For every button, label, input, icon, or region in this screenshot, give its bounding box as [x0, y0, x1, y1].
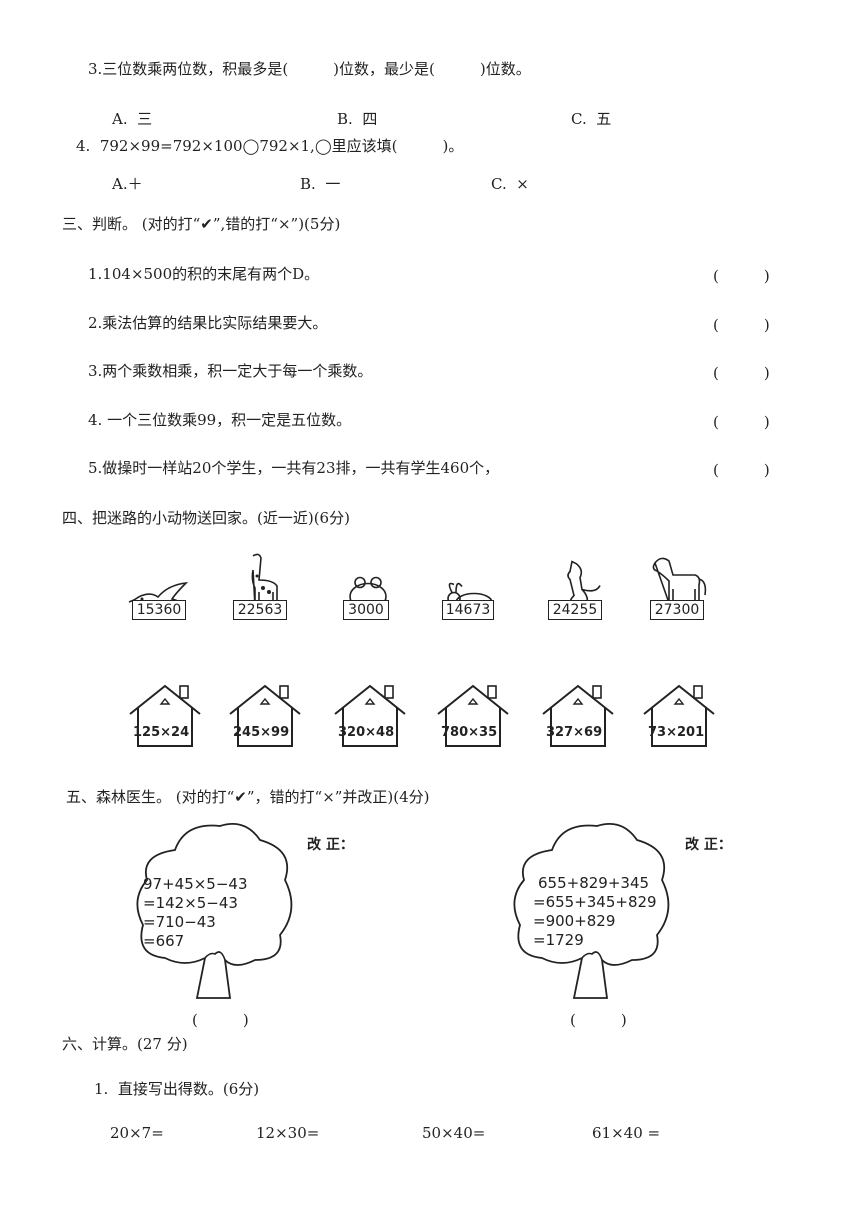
house-icon — [129, 684, 201, 747]
house-label-2: 245×99 — [233, 725, 290, 740]
house-icon — [229, 684, 301, 747]
question-4-option-b: B. 一 — [300, 175, 341, 193]
tree-2-fix-label: 改 正： — [685, 837, 732, 853]
animal-number-2: 22563 — [233, 600, 287, 620]
tree-1-line-4: =667 — [143, 932, 185, 950]
animal-number-3: 3000 — [343, 600, 389, 620]
question-3-option-b: B. 四 — [337, 110, 378, 128]
calc-problem-1: 20×7= — [110, 1124, 164, 1142]
tree-2-line-2: =655+345+829 — [533, 893, 657, 911]
question-4-option-a: A.＋ — [112, 175, 143, 193]
giraffe-icon — [251, 553, 278, 607]
tree-2-answer[interactable]: ( ) — [570, 1011, 627, 1029]
tree-2-line-3: =900+829 — [533, 912, 616, 930]
house-label-1: 125×24 — [133, 725, 190, 740]
section-4-title: 四、把迷路的小动物送回家。(近一近)(6分) — [62, 509, 350, 527]
judge-item-4: 4. 一个三位数乘99，积一定是五位数。 — [88, 411, 352, 429]
section-6-sub-1: 1. 直接写出得数。(6分) — [94, 1080, 260, 1098]
animal-number-6: 27300 — [650, 600, 704, 620]
section-5-title: 五、森林医生。 (对的打“✔”，错的打“×”并改正)(4分) — [66, 788, 430, 806]
calc-problem-4: 61×40 = — [592, 1124, 661, 1142]
tree-1-line-2: =142×5−43 — [143, 894, 238, 912]
judge-answer-5[interactable]: ( ) — [713, 461, 770, 479]
house-label-5: 327×69 — [546, 725, 603, 740]
horse-icon — [652, 557, 707, 604]
question-3-option-a: A. 三 — [112, 110, 153, 128]
tree-1-answer[interactable]: ( ) — [192, 1011, 249, 1029]
animal-number-5: 24255 — [548, 600, 602, 620]
tree-2-line-1: 655+829+345 — [538, 874, 650, 892]
tree-2-line-4: =1729 — [533, 931, 584, 949]
house-icon — [643, 684, 715, 747]
tree-1-line-3: =710−43 — [143, 913, 216, 931]
tree-1-fix-label: 改 正： — [307, 837, 354, 853]
tree-icon — [513, 822, 670, 999]
section-3-title: 三、判断。 (对的打“✔”,错的打“×”)(5分) — [62, 215, 341, 233]
judge-answer-2[interactable]: ( ) — [713, 316, 770, 334]
animal-number-4: 14673 — [442, 600, 494, 620]
tree-1-line-1: 97+45×5−43 — [143, 875, 248, 893]
judge-item-3: 3.两个乘数相乘，积一定大于每一个乘数。 — [88, 362, 373, 380]
house-icon — [437, 684, 509, 747]
calc-problem-3: 50×40= — [422, 1124, 486, 1142]
judge-item-1: 1.104×500的积的末尾有两个D。 — [88, 265, 320, 283]
judge-item-2: 2.乘法估算的结果比实际结果要大。 — [88, 314, 328, 332]
question-4-option-c: C. × — [491, 175, 529, 193]
judge-answer-1[interactable]: ( ) — [713, 267, 770, 285]
judge-item-5: 5.做操时一样站20个学生，一共有23排，一共有学生460个， — [88, 459, 500, 477]
calc-problem-2: 12×30= — [256, 1124, 320, 1142]
house-icon — [334, 684, 406, 747]
question-4-stem: 4. 792×99=792×100◯792×1,◯里应该填( )。 — [76, 137, 464, 155]
house-label-6: 73×201 — [648, 725, 705, 740]
house-icon — [542, 684, 614, 747]
tree-icon — [136, 822, 293, 999]
house-label-4: 780×35 — [441, 725, 498, 740]
question-3-stem: 3.三位数乘两位数，积最多是( )位数，最少是( )位数。 — [88, 60, 531, 78]
animal-number-1: 15360 — [132, 600, 186, 620]
house-label-3: 320×48 — [338, 725, 395, 740]
judge-answer-3[interactable]: ( ) — [713, 364, 770, 382]
section-6-title: 六、计算。(27 分) — [62, 1035, 188, 1053]
judge-answer-4[interactable]: ( ) — [713, 413, 770, 431]
question-3-option-c: C. 五 — [571, 110, 612, 128]
